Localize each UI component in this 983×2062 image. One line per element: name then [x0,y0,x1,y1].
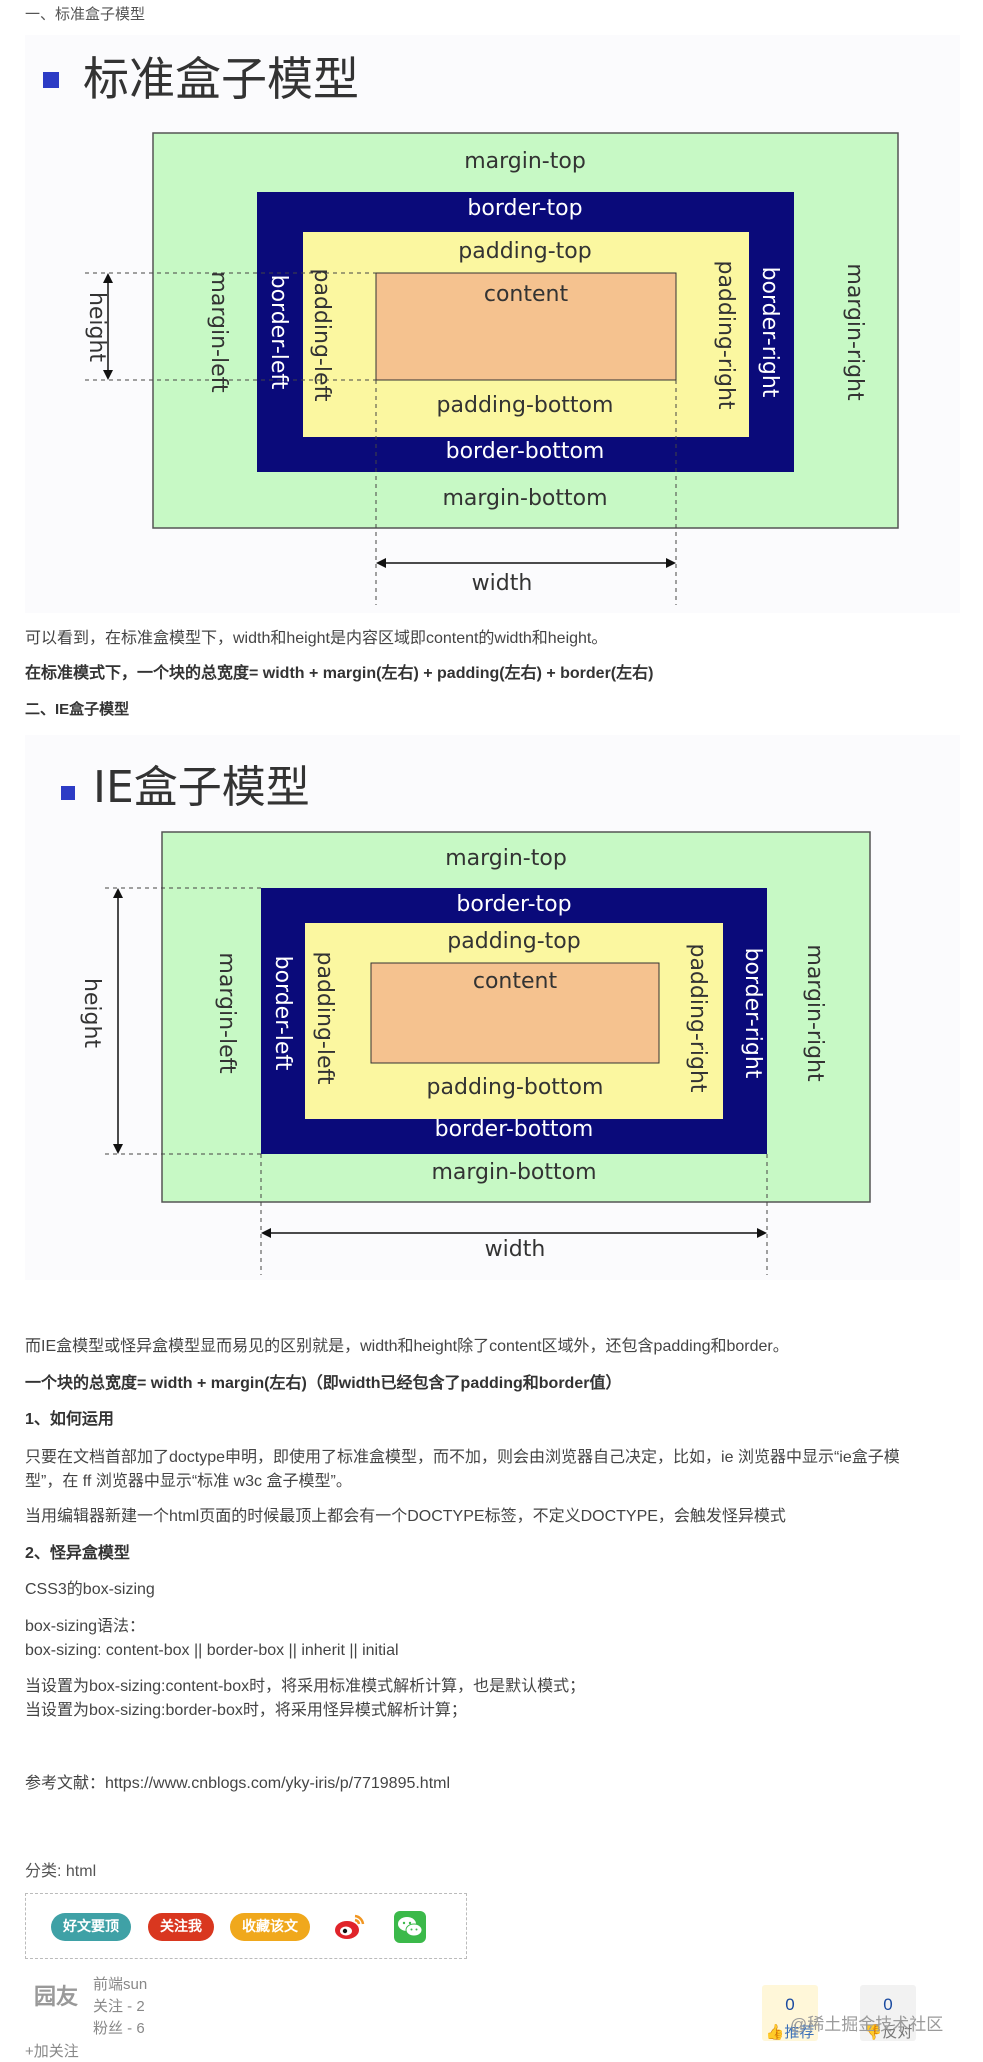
arrow-head [757,1228,767,1238]
wechat-icon[interactable] [394,1911,426,1943]
bury-button[interactable]: 0 👎反对 [860,1985,916,2041]
label-width: width [472,571,533,596]
following-count[interactable]: 关注 - 2 [93,1998,145,2015]
paragraph-line: 当设置为box-sizing:border-box时，将采用怪异模式解析计算； [25,1702,467,1719]
label-margin-right: margin-right [842,263,867,401]
label-padding-top: padding-top [447,929,580,954]
arrow-head [261,1228,271,1238]
label-margin-right: margin-right [802,944,827,1082]
paragraph-line: 只要在文档首部加了doctype申明，即使用了标准盒模型，而不加，则会由浏览器自… [25,1449,900,1466]
watermark: @稀土掘金技术社区 [790,2015,944,2034]
digg-label-text: 推荐 [784,2024,815,2041]
label-padding-right: padding-right [713,260,738,409]
subheading-usage: 1、如何运用 [25,1411,114,1428]
label-padding-bottom: padding-bottom [437,393,614,418]
good-post-button[interactable]: 好文要顶 [51,1913,131,1941]
thumb-up-icon: 👍 [765,2024,785,2041]
favorite-button[interactable]: 收藏该文 [230,1913,310,1941]
arrow-head [113,1144,123,1154]
standard-box-model-figure: 标准盒子模型 margin-top border-top padding-top… [25,35,960,613]
weibo-icon[interactable] [333,1911,365,1943]
followers-count[interactable]: 粉丝 - 6 [93,2020,145,2037]
label-padding-top: padding-top [458,239,591,264]
label-border-top: border-top [456,892,571,917]
label-padding-left: padding-left [312,952,337,1085]
label-border-top: border-top [467,196,582,221]
label-margin-left: margin-left [206,271,231,393]
figure-heading: IE盒子模型 [93,762,310,813]
subheading-quirks: 2、怪异盒模型 [25,1545,130,1562]
label-margin-bottom: margin-bottom [431,1160,596,1185]
author-name[interactable]: 前端sun [93,1976,148,1993]
label-width: width [485,1237,546,1262]
label-margin-left: margin-left [214,952,239,1074]
label-content: content [484,282,569,307]
paragraph: 当用编辑器新建一个html页面的时候最顶上都会有一个DOCTYPE标签，不定义D… [25,1508,786,1525]
label-border-left: border-left [266,275,291,390]
label-border-bottom: border-bottom [446,439,605,464]
heading-bullet [43,72,59,88]
ie-box-model-figure: IE盒子模型 margin-top border-top padding-top… [25,735,960,1280]
heading-bullet [61,786,75,800]
label-border-right: border-right [757,267,782,398]
bury-label-text: 反对 [882,2024,913,2041]
label-padding-left: padding-left [309,269,334,402]
label-padding-right: padding-right [685,943,710,1092]
arrow-head [103,370,113,380]
label-margin-top: margin-top [464,149,586,174]
content-area [370,962,660,1064]
digg-count: 0 [785,1995,795,2014]
figure-heading: 标准盒子模型 [83,52,359,106]
label-border-right: border-right [740,948,765,1079]
paragraph: 可以看到，在标准盒模型下，width和height是内容区域即content的w… [25,630,608,647]
follow-me-button[interactable]: 关注我 [148,1913,214,1941]
label-border-bottom: border-bottom [435,1117,594,1142]
arrow-head [113,888,123,898]
label-content: content [473,969,558,994]
digg-label: 👍推荐 [762,2021,818,2042]
paragraph-line: box-sizing语法： [25,1618,146,1635]
arrow-head [666,558,676,568]
paragraph-bold: 在标准模式下，一个块的总宽度= width + margin(左右) + pad… [25,665,654,682]
label-margin-bottom: margin-bottom [442,486,607,511]
paragraph-line: 型”，在 ff 浏览器中显示“标准 w3c 盒子模型”。 [25,1473,352,1490]
label-border-left: border-left [270,956,295,1071]
paragraph: 而IE盒模型或怪异盒模型显而易见的区别就是，width和height除了cont… [25,1338,789,1355]
label-margin-top: margin-top [445,846,567,871]
section-title-ie: 二、IE盒子模型 [25,701,130,718]
reference-link[interactable]: 参考文献：https://www.cnblogs.com/yky-iris/p/… [25,1775,451,1792]
label-height: height [84,292,109,362]
content-area [375,272,677,381]
share-box: 好文要顶 关注我 收藏该文 [25,1893,467,1959]
arrow-head [376,558,386,568]
code-line: box-sizing: content-box || border-box ||… [25,1642,399,1659]
category-link[interactable]: 分类: html [25,1863,97,1880]
paragraph: CSS3的box-sizing [25,1581,155,1598]
section-title-standard: 一、标准盒子模型 [25,6,146,23]
bury-label: 👎反对 [860,2021,916,2042]
paragraph-bold: 一个块的总宽度= width + margin(左右)（即width已经包含了p… [25,1375,622,1392]
paragraph-line: 当设置为box-sizing:content-box时，将采用标准模式解析计算，… [25,1678,586,1695]
ie-box-model-diagram: IE盒子模型 margin-top border-top padding-top… [61,762,871,1275]
add-follow-link[interactable]: +加关注 [25,2043,79,2060]
standard-box-model-diagram: 标准盒子模型 margin-top border-top padding-top… [43,52,899,605]
thumb-down-icon: 👎 [863,2024,883,2041]
avatar-text: 园友 [34,1985,78,2010]
label-padding-bottom: padding-bottom [427,1075,604,1100]
digg-button[interactable]: 0 👍推荐 [762,1985,818,2041]
bury-count: 0 [883,1995,893,2014]
arrow-head [103,273,113,283]
avatar[interactable]: 园友 [28,1974,84,2030]
label-height: height [79,978,104,1048]
